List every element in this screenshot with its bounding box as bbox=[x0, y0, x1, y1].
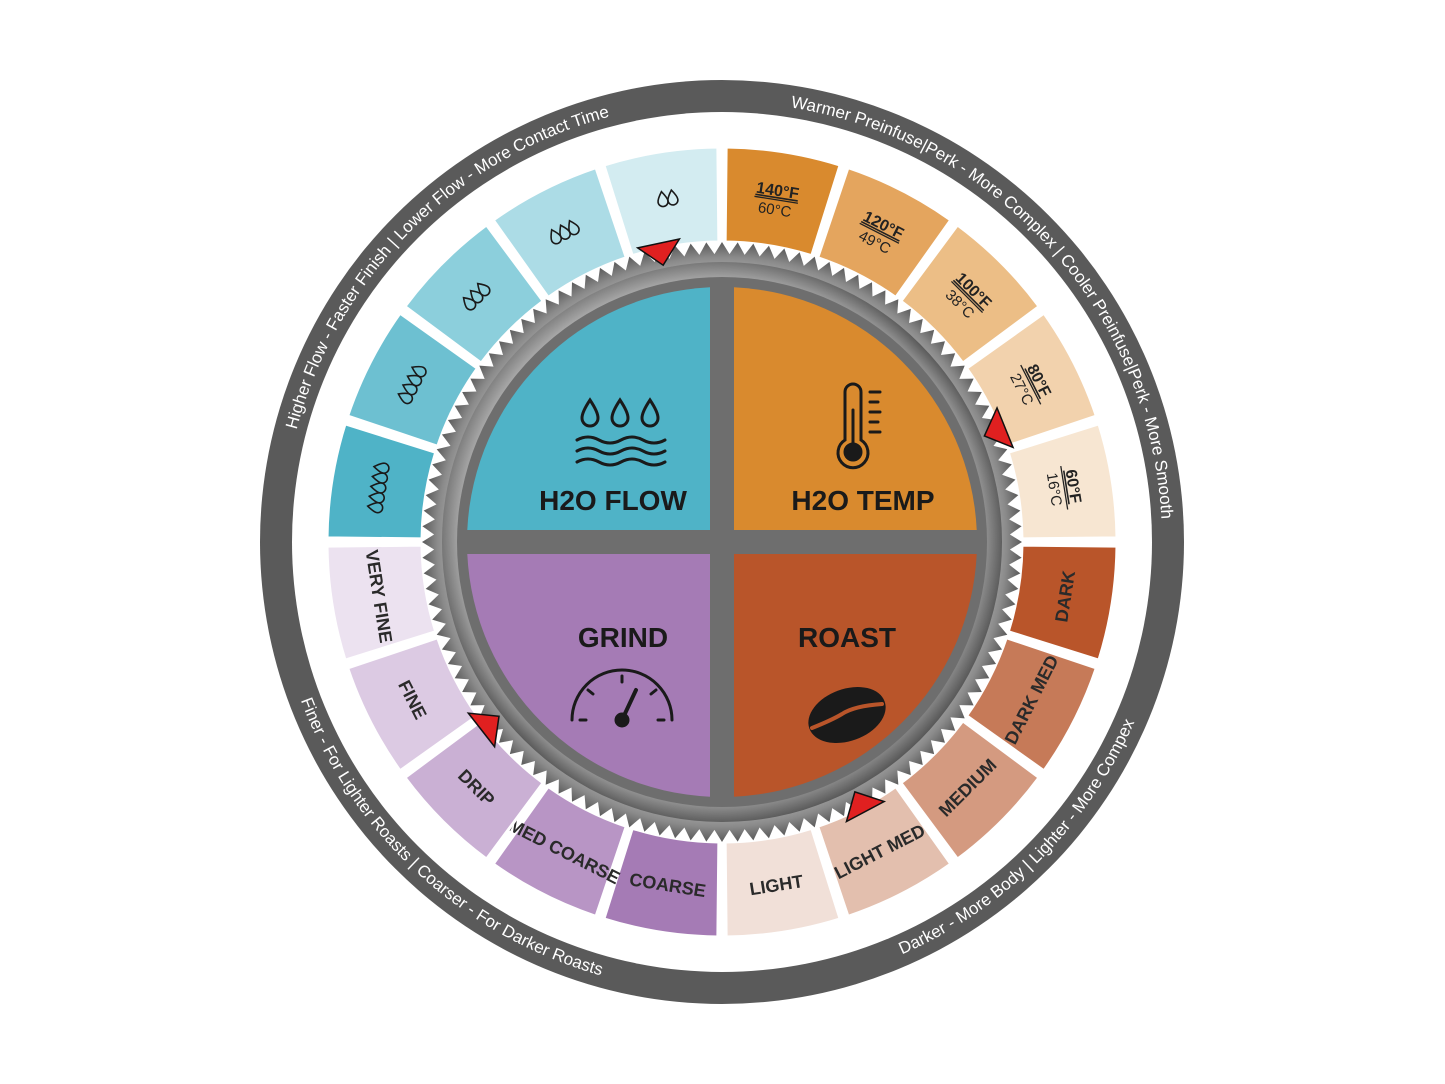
center-quadrants: H2O FLOW H2O TEMP GRIND ROAST bbox=[467, 287, 977, 797]
quadrant-h2o-flow[interactable] bbox=[467, 287, 710, 530]
water-drop-icon bbox=[366, 462, 390, 514]
segment-label-temp-4: 60°F16°C bbox=[1043, 465, 1084, 510]
temp-divider bbox=[1060, 465, 1069, 510]
thermometer-icon bbox=[836, 382, 882, 470]
quadrant-label-h2o-flow: H2O FLOW bbox=[539, 485, 687, 516]
temp-fahrenheit: 140°F bbox=[755, 180, 800, 204]
water-drop-icon bbox=[462, 282, 491, 311]
quadrant-roast[interactable] bbox=[734, 554, 977, 797]
segment-label-flow-4 bbox=[657, 188, 679, 208]
quadrant-background bbox=[457, 277, 987, 807]
segment-temp-2[interactable] bbox=[898, 222, 1042, 366]
segment-flow-0[interactable] bbox=[325, 421, 438, 541]
segment-temp-1[interactable] bbox=[815, 165, 953, 300]
dial-pointers bbox=[466, 237, 1015, 824]
toothed-bezel bbox=[422, 242, 1022, 842]
temp-celsius: 60°C bbox=[757, 199, 793, 221]
segment-label-flow-0 bbox=[366, 462, 390, 514]
water-drop-icon bbox=[657, 188, 679, 208]
segment-grind-3[interactable] bbox=[345, 635, 480, 773]
segment-roast-0[interactable] bbox=[1006, 543, 1119, 663]
coffee-bean-icon bbox=[808, 686, 886, 744]
segment-label-flow-3 bbox=[550, 219, 580, 245]
temp-divider bbox=[1020, 364, 1042, 405]
quadrant-grind[interactable] bbox=[467, 554, 710, 797]
water-drops-waves-icon bbox=[575, 397, 667, 467]
pointer-3[interactable] bbox=[466, 712, 500, 749]
pointer-1[interactable] bbox=[983, 405, 1015, 449]
segment-label-temp-3: 80°F27°C bbox=[1006, 362, 1053, 409]
water-drop-icon bbox=[550, 219, 580, 245]
temp-celsius: 16°C bbox=[1043, 472, 1065, 508]
segment-roast-4[interactable] bbox=[723, 826, 843, 939]
temp-fahrenheit: 60°F bbox=[1062, 468, 1084, 504]
gauge-icon bbox=[570, 668, 674, 728]
quadrant-label-h2o-temp: H2O TEMP bbox=[791, 485, 934, 516]
temp-divider bbox=[859, 222, 900, 244]
segment-flow-1[interactable] bbox=[345, 311, 480, 449]
quadrant-label-grind: GRIND bbox=[578, 622, 668, 653]
temp-divider bbox=[950, 280, 984, 314]
pointer-0[interactable] bbox=[635, 237, 681, 267]
segment-grind-4[interactable] bbox=[325, 543, 438, 663]
quadrant-label-roast: ROAST bbox=[798, 622, 896, 653]
segment-label-temp-0: 140°F60°C bbox=[754, 180, 800, 221]
segment-roast-2[interactable] bbox=[898, 718, 1042, 862]
segment-grind-0[interactable] bbox=[601, 826, 721, 939]
pointer-2[interactable] bbox=[845, 790, 887, 824]
temp-divider bbox=[754, 195, 799, 204]
quadrant-h2o-temp[interactable] bbox=[734, 287, 977, 530]
segment-label-flow-2 bbox=[462, 282, 491, 311]
water-drop-icon bbox=[397, 365, 427, 405]
segment-label-flow-1 bbox=[397, 365, 427, 405]
segment-roast-1[interactable] bbox=[964, 635, 1099, 773]
segment-grind-1[interactable] bbox=[491, 784, 629, 919]
segment-flow-2[interactable] bbox=[402, 222, 546, 366]
